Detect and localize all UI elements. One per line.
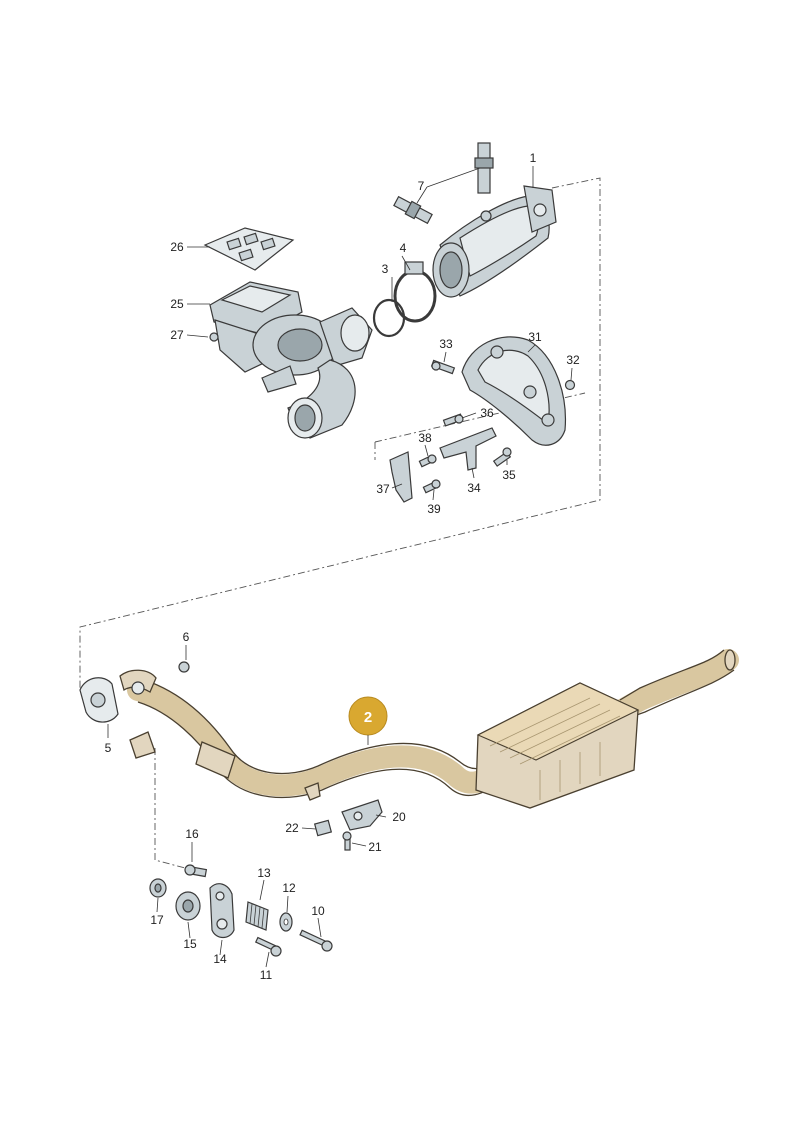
callout-12: 12 [282,881,296,895]
nut-6[interactable] [178,661,190,673]
callout-2-label: 2 [364,709,372,726]
callout-labels: 1 3 4 5 6 7 10 11 12 13 14 15 16 17 20 2… [105,151,580,982]
lambda-probe-7[interactable] [393,142,494,225]
clamp-4[interactable] [393,261,437,323]
callout-26: 26 [170,240,184,254]
callout-22: 22 [285,821,299,835]
seal-ring-3[interactable] [372,298,406,338]
bolt-16[interactable] [184,864,208,878]
nut-32[interactable] [564,379,576,391]
nut-22[interactable] [313,819,333,837]
mounting-bracket-20[interactable] [341,799,383,831]
callout-5: 5 [105,741,112,755]
bolt-38[interactable] [418,454,437,468]
callout-25: 25 [170,297,184,311]
callout-36: 36 [480,406,494,420]
gasket-26[interactable] [203,227,295,271]
bolt-39[interactable] [422,479,441,494]
callout-14: 14 [213,952,227,966]
callout-33: 33 [439,337,453,351]
bolt-11[interactable] [254,936,282,957]
callout-20: 20 [392,810,406,824]
bracket-14[interactable] [209,883,235,939]
highlight-callout-2[interactable]: 2 [348,696,388,745]
callout-16: 16 [185,827,199,841]
callout-32: 32 [566,353,580,367]
exhaust-pipe-2[interactable] [119,649,739,809]
bracket-34[interactable] [439,427,497,471]
callout-11: 11 [260,968,273,982]
heat-shield-31[interactable] [461,336,567,446]
callout-35: 35 [502,468,516,482]
bushing-15[interactable] [175,891,201,921]
turbocharger-25[interactable] [209,281,373,439]
spring-13[interactable] [245,901,269,931]
callout-37: 37 [376,482,390,496]
callout-10: 10 [311,904,325,918]
callout-4: 4 [400,241,407,255]
callout-21: 21 [368,840,382,854]
catalytic-converter-1[interactable] [432,185,557,298]
callout-34: 34 [467,481,481,495]
callout-15: 15 [183,937,197,951]
bracket-37[interactable] [389,451,413,503]
callout-31: 31 [528,330,542,344]
leader-lines [107,166,573,968]
callout-13: 13 [257,866,271,880]
callout-17: 17 [150,913,164,927]
bolt-36[interactable] [442,413,464,427]
callout-39: 39 [427,502,441,516]
washer-12[interactable] [279,912,293,932]
nut-27[interactable] [209,332,219,342]
callout-38: 38 [418,431,432,445]
callout-3: 3 [382,262,389,276]
gasket-5[interactable] [79,677,119,723]
callout-7: 7 [418,179,425,193]
bolt-10[interactable] [299,929,333,952]
callout-6: 6 [183,630,190,644]
bolt-35[interactable] [492,447,512,467]
nut-17[interactable] [149,878,167,898]
callout-27: 27 [170,328,184,342]
callout-1: 1 [530,151,537,165]
bolt-21[interactable] [342,831,352,851]
bolt-33[interactable] [430,359,456,375]
